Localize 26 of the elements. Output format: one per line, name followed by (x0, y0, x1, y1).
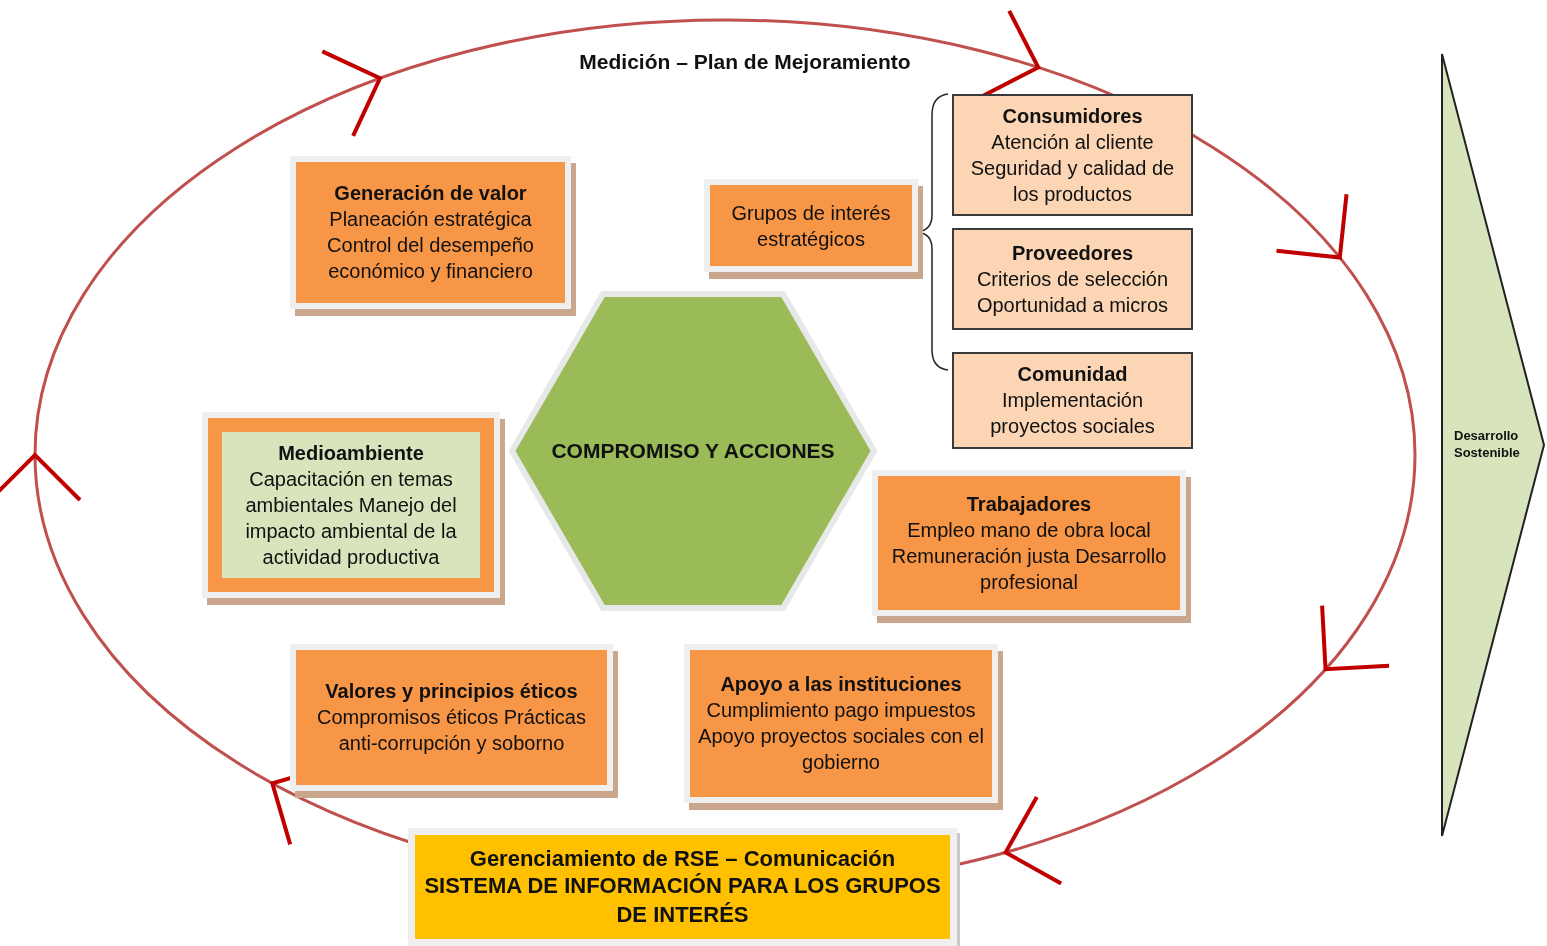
box-heading: Generación de valor (334, 181, 527, 206)
box-heading: Gerenciamiento de RSE – Comunicación (469, 844, 896, 873)
box-text: Implementación proyectos sociales (989, 388, 1156, 439)
box-heading: Trabajadores (966, 491, 1092, 517)
box-text: Cumplimiento pago impuestos Apoyo proyectos sociales con el gobierno (698, 698, 984, 775)
box-heading: Comunidad (1017, 362, 1128, 387)
box-heading: Apoyo a las instituciones (720, 672, 962, 697)
box-text: Planeación estratégica Control del desempeño económico y financiero (326, 207, 535, 284)
stakeholder-box (952, 94, 1193, 216)
hexagon (508, 290, 878, 612)
box-heading: Consumidores (1002, 103, 1143, 129)
box-text: Atención al cliente Seguridad y calidad de los productos (969, 129, 1176, 207)
box-text: SISTEMA DE INFORMACIÓN PARA LOS GRUPOS DE INTERÉS (423, 872, 942, 929)
box-label: Grupos de interés estratégicos (730, 200, 892, 252)
stakeholder-box (952, 228, 1193, 330)
cycle-title: Medición – Plan de Mejoramiento (578, 50, 912, 74)
box-text: Compromisos éticos Prácticas anti-corrupción y soborno (316, 705, 587, 756)
box-label: COMPROMISO Y ACCIONES (551, 438, 835, 465)
box-text: Capacitación en temas ambientales Manejo del impacto ambiental de la actividad productiva (244, 466, 458, 570)
box-text: Empleo mano de obra local Remuneración justa Desarrollo profesional (890, 517, 1168, 595)
box-text: Criterios de selección Oportunidad a micros (975, 266, 1170, 318)
box-heading: Medioambiente (278, 440, 424, 466)
box-heading: Proveedores (1011, 240, 1134, 266)
box-label: Desarrollo Sostenible (1454, 428, 1521, 462)
box-heading: Valores y principios éticos (325, 679, 578, 704)
stakeholder-box (952, 352, 1193, 449)
